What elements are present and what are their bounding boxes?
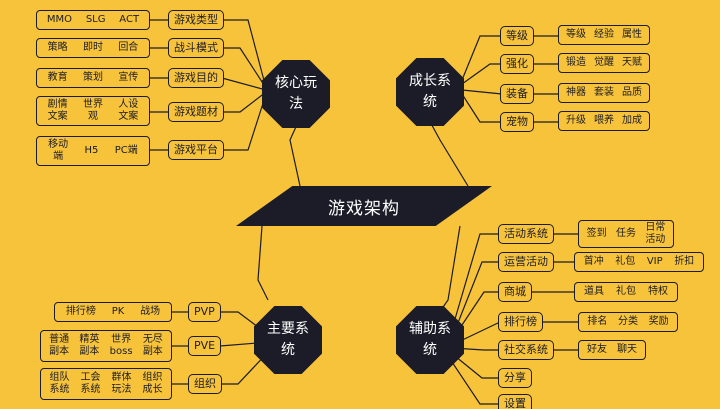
aux-category: 社交系统 [498,340,554,360]
aux-item: 签到 [586,228,607,239]
core-item: 宣传 [118,72,139,83]
core-item: 世界 观 [82,99,103,122]
aux-items-box: 排名分类奖励 [578,312,678,332]
growth-item: 等级 [566,29,586,40]
aux-item: 奖励 [648,316,669,327]
core-item: 即时 [82,42,103,53]
growth-item: 锻造 [566,57,586,68]
core-item: PC端 [114,145,138,156]
growth-item: 属性 [622,29,642,40]
aux-item: 聊天 [617,344,637,355]
core-items-box: 教育 策划 宣传 [36,68,150,88]
aux-category: 排行榜 [498,312,543,332]
growth-category: 宠物 [500,112,534,132]
core-item: 人设 文案 [118,99,139,122]
main-item: 排行榜 [65,306,96,317]
main-item: PK [111,306,125,317]
aux-category: 运营活动 [498,252,554,272]
aux-category: 设置 [498,394,532,409]
hub-aux-system: 辅助系统 [396,306,464,374]
main-category: 组织 [188,374,222,394]
growth-items-box: 等级经验属性 [558,25,650,45]
core-items-box: MMO SLG ACT [36,10,150,30]
core-category: 游戏类型 [168,10,224,30]
core-category: 游戏题材 [168,102,224,122]
main-item: 群体 玩法 [111,372,132,395]
core-category: 游戏目的 [168,68,224,88]
growth-items-box: 神器套装品质 [558,83,650,103]
main-category: PVE [188,336,222,356]
aux-items-box: 签到任务日常 活动 [578,220,674,248]
main-category: PVP [188,302,221,322]
core-item: 策划 [82,72,103,83]
growth-category: 强化 [500,54,534,74]
growth-item: 天赋 [622,57,642,68]
aux-item: 日常 活动 [645,222,666,245]
aux-category: 商城 [498,282,532,302]
growth-item: 经验 [594,29,614,40]
core-item: ACT [119,14,140,25]
core-item: H5 [84,145,99,156]
growth-items-box: 升级喂养加成 [558,111,650,131]
growth-item: 加成 [622,115,642,126]
main-item: 无尽 副本 [142,334,163,357]
aux-item: 首冲 [583,256,604,267]
main-item: 组织 成长 [142,372,163,395]
aux-item: 好友 [587,344,607,355]
main-item: 战场 [140,306,161,317]
main-item: 普通 副本 [49,334,70,357]
core-items-box: 剧情 文案世界 观人设 文案 [36,96,150,126]
aux-items-box: 首冲礼包 VIP 折扣 [574,252,704,272]
aux-item: 分类 [617,316,638,327]
main-item: 世界 boss [109,334,133,357]
aux-category: 分享 [498,368,532,388]
core-item: SLG [85,14,106,25]
aux-item: VIP [646,256,663,267]
growth-item: 套装 [594,87,614,98]
core-items-box: 移动 端 H5 PC端 [36,136,150,166]
aux-items-box: 好友聊天 [578,340,646,360]
main-item: 精英 副本 [79,334,100,357]
growth-items-box: 锻造觉醒天赋 [558,53,650,73]
core-item: 策略 [47,42,68,53]
growth-item: 神器 [566,87,586,98]
growth-category: 等级 [500,26,534,46]
aux-category: 活动系统 [498,224,554,244]
growth-category: 装备 [500,84,534,104]
core-category: 战斗模式 [168,38,224,58]
aux-item: 任务 [615,228,636,239]
hub-main-system: 主要系统 [254,306,322,374]
core-category: 游戏平台 [168,140,224,160]
growth-item: 觉醒 [594,57,614,68]
aux-item: 礼包 [615,256,636,267]
growth-item: 升级 [566,115,586,126]
main-item: 组队 系统 [49,372,70,395]
aux-item: 道具 [584,286,604,297]
aux-item: 礼包 [616,286,636,297]
main-items-box: 普通 副本精英 副本世界 boss 无尽 副本 [40,330,172,362]
core-item: MMO [46,14,73,25]
core-item: 教育 [47,72,68,83]
main-items-box: 组队 系统工会 系统群体 玩法组织 成长 [40,368,172,400]
growth-item: 喂养 [594,115,614,126]
aux-item: 特权 [648,286,668,297]
growth-item: 品质 [622,87,642,98]
core-items-box: 策略 即时 回合 [36,38,150,58]
main-item: 工会 系统 [80,372,101,395]
hub-growth-system: 成长系统 [396,58,464,126]
aux-items-box: 道具 礼包 特权 [574,282,678,302]
main-items-box: 排行榜 PK 战场 [54,302,172,322]
hub-core-gameplay: 核心玩法 [262,60,330,128]
aux-item: 排名 [587,316,608,327]
core-item: 回合 [118,42,139,53]
aux-item: 折扣 [674,256,695,267]
core-item: 剧情 文案 [47,99,68,122]
core-item: 移动 端 [48,139,69,162]
